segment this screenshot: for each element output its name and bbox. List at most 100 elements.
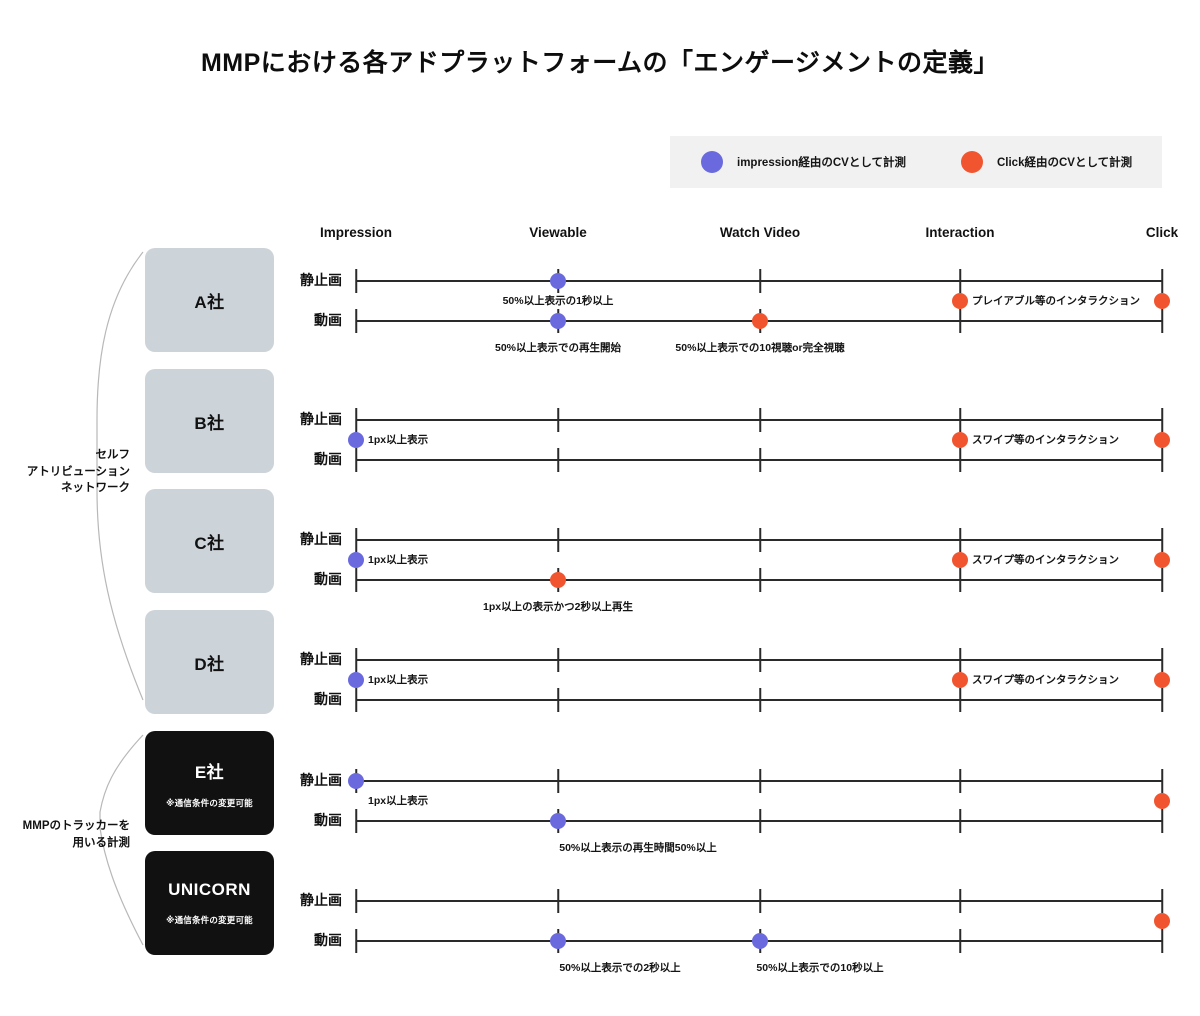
- axis-line-video: [356, 579, 1162, 581]
- row-label-video: 動画: [314, 451, 342, 467]
- axis-tick: [959, 889, 961, 913]
- axis-tick: [959, 769, 961, 793]
- legend-dot-click: [960, 151, 983, 173]
- marker-orange[interactable]: [550, 572, 566, 588]
- marker-blue[interactable]: [348, 672, 364, 688]
- annotation-label: 50%以上表示での10秒以上: [756, 962, 884, 974]
- marker-blue[interactable]: [550, 813, 566, 829]
- company-box-UNICORN[interactable]: UNICORN※通信条件の変更可能: [145, 851, 274, 955]
- marker-orange[interactable]: [1154, 672, 1170, 688]
- axis-tick: [759, 889, 761, 913]
- axis-tick: [1161, 929, 1163, 953]
- axis-tick: [557, 769, 559, 793]
- axis-tick: [355, 809, 357, 833]
- axis-tick: [1161, 648, 1163, 672]
- legend-item-impression: impression経由のCVとして計測: [701, 151, 906, 173]
- marker-orange[interactable]: [952, 293, 968, 309]
- axis-line-video: [356, 699, 1162, 701]
- axis-tick: [1161, 889, 1163, 913]
- axis-tick: [1161, 408, 1163, 432]
- axis-tick: [557, 889, 559, 913]
- axis-tick: [355, 528, 357, 552]
- marker-orange[interactable]: [1154, 793, 1170, 809]
- marker-orange[interactable]: [952, 552, 968, 568]
- axis-line-static: [356, 539, 1162, 541]
- annotation-label: スワイプ等のインタラクション: [972, 434, 1119, 446]
- column-header-viewable: Viewable: [529, 225, 587, 240]
- company-name: A社: [194, 292, 225, 312]
- axis-tick: [1161, 688, 1163, 712]
- axis-tick: [1161, 309, 1163, 333]
- page-title: MMPにおける各アドプラットフォームの「エンゲージメントの定義」: [200, 49, 1000, 77]
- axis-line-static: [356, 780, 1162, 782]
- axis-tick: [959, 929, 961, 953]
- marker-orange[interactable]: [752, 313, 768, 329]
- axis-tick: [557, 408, 559, 432]
- axis-line-static: [356, 659, 1162, 661]
- annotation-label: 1px以上表示: [368, 434, 429, 446]
- legend-dot-impression: [701, 151, 723, 173]
- column-header-impression: Impression: [319, 225, 393, 240]
- axis-tick: [959, 809, 961, 833]
- axis-tick: [355, 269, 357, 293]
- annotation-label: プレイアブル等のインタラクション: [972, 295, 1140, 307]
- company-box-B社[interactable]: B社: [145, 369, 274, 473]
- axis-tick: [959, 269, 961, 293]
- axis-tick: [1161, 809, 1163, 833]
- company-box-D社[interactable]: D社: [145, 610, 274, 714]
- axis-line-video: [356, 459, 1162, 461]
- axis-tick: [759, 809, 761, 833]
- marker-orange[interactable]: [1154, 293, 1170, 309]
- legend-item-click: Click経由のCVとして計測: [960, 151, 1132, 173]
- marker-blue[interactable]: [348, 773, 364, 789]
- marker-blue[interactable]: [348, 432, 364, 448]
- annotation-label: 1px以上表示: [368, 795, 429, 807]
- marker-blue[interactable]: [752, 933, 768, 949]
- axis-tick: [355, 408, 357, 432]
- marker-blue[interactable]: [550, 313, 566, 329]
- company-box-C社[interactable]: C社: [145, 489, 274, 593]
- annotation-label: 50%以上表示での再生開始: [494, 342, 622, 354]
- axis-tick: [759, 528, 761, 552]
- column-header-click: Click: [1145, 225, 1179, 240]
- axis-tick: [959, 648, 961, 672]
- axis-tick: [1161, 568, 1163, 592]
- annotation-label: 1px以上表示: [368, 674, 429, 686]
- company-name: C社: [194, 533, 225, 553]
- marker-orange[interactable]: [1154, 913, 1170, 929]
- marker-orange[interactable]: [1154, 552, 1170, 568]
- column-header-interaction: Interaction: [925, 225, 995, 240]
- annotation-label: 50%以上表示の再生時間50%以上: [559, 842, 717, 854]
- row-label-static: 静止画: [300, 272, 342, 288]
- axis-line-static: [356, 900, 1162, 902]
- axis-tick: [355, 929, 357, 953]
- axis-tick: [1161, 269, 1163, 293]
- marker-orange[interactable]: [952, 432, 968, 448]
- marker-blue[interactable]: [550, 273, 566, 289]
- row-label-static: 静止画: [300, 651, 342, 667]
- axis-tick: [355, 568, 357, 592]
- axis-tick: [959, 408, 961, 432]
- group-label-mmp-tracker: MMPのトラッカーを 用いる計測: [22, 820, 130, 849]
- row-label-static: 静止画: [300, 892, 342, 908]
- axis-tick: [959, 309, 961, 333]
- axis-tick: [759, 269, 761, 293]
- marker-blue[interactable]: [550, 933, 566, 949]
- axis-tick: [1161, 448, 1163, 472]
- company-box-E社[interactable]: E社※通信条件の変更可能: [145, 731, 274, 835]
- row-label-video: 動画: [314, 312, 342, 328]
- row-label-video: 動画: [314, 571, 342, 587]
- marker-orange[interactable]: [952, 672, 968, 688]
- marker-orange[interactable]: [1154, 432, 1170, 448]
- marker-blue[interactable]: [348, 552, 364, 568]
- company-box-A社[interactable]: A社: [145, 248, 274, 352]
- axis-tick: [355, 309, 357, 333]
- axis-line-video: [356, 820, 1162, 822]
- annotation-label: 50%以上表示での10視聴or完全視聴: [675, 342, 845, 354]
- row-label-video: 動画: [314, 932, 342, 948]
- annotation-label: スワイプ等のインタラクション: [972, 674, 1119, 686]
- row-label-static: 静止画: [300, 772, 342, 788]
- axis-tick: [759, 648, 761, 672]
- company-name: UNICORN: [168, 880, 251, 899]
